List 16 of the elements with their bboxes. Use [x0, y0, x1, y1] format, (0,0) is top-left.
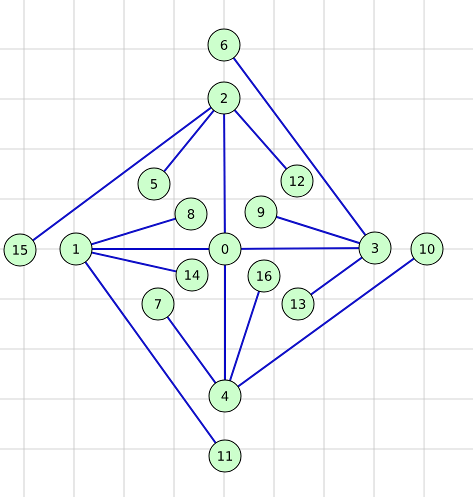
- edge-line: [91, 218, 176, 246]
- edge-line: [232, 57, 366, 236]
- edge-line: [163, 110, 215, 172]
- edge-line: [223, 114, 226, 233]
- edge-line: [234, 110, 288, 170]
- edge-line: [310, 256, 362, 296]
- edge-line: [238, 258, 414, 388]
- edge-line: [84, 262, 216, 444]
- edge-line: [92, 248, 209, 250]
- edge-line: [276, 216, 360, 244]
- edge-line: [229, 291, 260, 381]
- edge-line: [32, 106, 212, 242]
- edge-line: [92, 252, 176, 272]
- edge-line: [166, 316, 216, 384]
- edge-line: [224, 265, 226, 380]
- edge-line: [241, 247, 359, 250]
